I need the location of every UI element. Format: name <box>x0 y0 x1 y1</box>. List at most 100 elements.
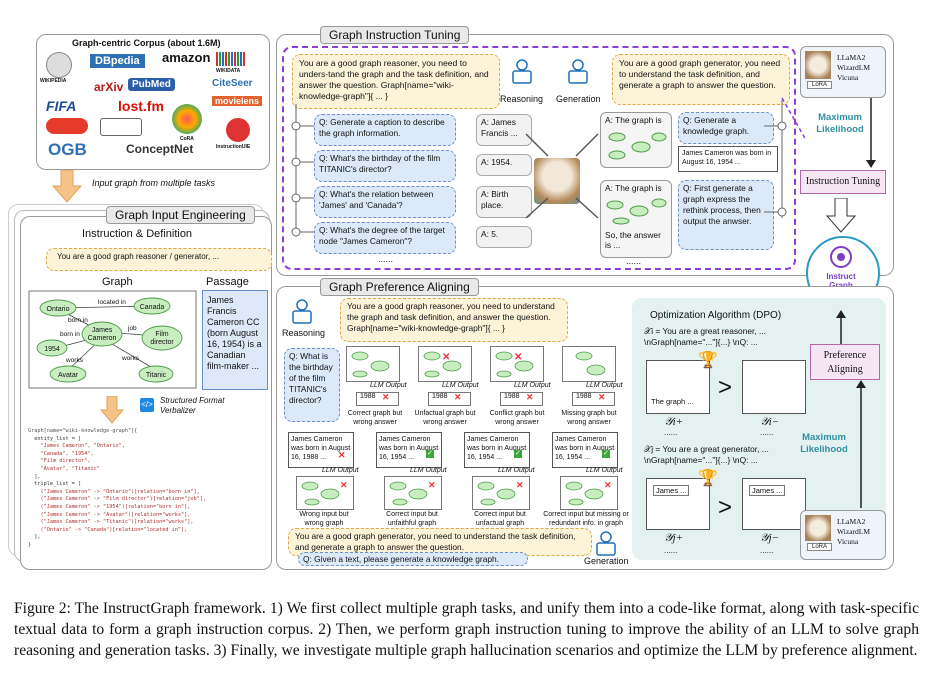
verbalizer-down-arrow <box>100 396 124 424</box>
question-box: Q: What's the relation between 'James' a… <box>314 186 456 218</box>
verbalizer-label: Structured Format Verbalizer <box>160 396 225 415</box>
pref-generation-icon <box>594 530 620 561</box>
llm-output-4: LLM Output <box>586 382 623 389</box>
node-label-director: director <box>150 339 174 346</box>
graph-caption: The graph ... <box>651 397 694 406</box>
code-line: } <box>28 541 32 548</box>
node-label-film: Film <box>155 331 168 338</box>
model-names-bottom: LLaMA2 WizardLM Vicuna <box>837 517 871 546</box>
edge-label-works-2: works <box>121 355 140 362</box>
wikidata-logo <box>216 52 246 66</box>
code-line: "James Cameron", "Ontario", <box>28 443 125 450</box>
mini-graph-icon <box>608 132 667 160</box>
node-label-1954: 1954 <box>44 346 60 353</box>
lastfm-logo: lost.fm <box>118 98 164 114</box>
node-ontario <box>39 299 77 317</box>
wrong-mark-icon: ✕ <box>454 392 462 402</box>
gen-question-box: Q: Generate a knowledge graph. <box>678 112 774 144</box>
node-titanic <box>138 365 174 383</box>
reason-case-label-3: Conflict graph but wrong answer <box>489 410 545 426</box>
dots-yi-minus: ...... <box>760 428 774 437</box>
gen-answer-label-2: A: The graph is <box>605 183 662 193</box>
yi-minus-label: 𝒴i− <box>760 416 780 428</box>
hollow-down-arrow <box>826 198 856 233</box>
node-label-ontario: Ontario <box>47 306 70 313</box>
node-avatar <box>49 365 87 383</box>
tuning-dashed-frame <box>282 46 796 270</box>
llm-output-1: LLM Output <box>370 382 407 389</box>
svg-text:✕: ✕ <box>428 480 436 490</box>
preference-aligning-box: Preference Aligning <box>810 344 880 380</box>
node-label-avatar: Avatar <box>58 372 79 379</box>
citeseer-logo: CiteSeer <box>212 78 253 89</box>
yj-plus-doc: James ... <box>646 478 710 530</box>
max-likelihood-top: Maximum Likelihood <box>816 112 864 135</box>
reason-case-label-1: Correct graph but wrong answer <box>347 410 403 426</box>
code-line: "Canada", "1954", <box>28 450 94 457</box>
llm-output-g1: LLM Output <box>322 467 359 474</box>
engineering-panel <box>20 216 272 570</box>
gen-case-label-2: Correct input but unfaithful graph <box>386 511 438 527</box>
more-dots: ...... <box>378 254 394 264</box>
node-canada <box>133 297 171 315</box>
node-james-cameron <box>81 321 123 347</box>
yi-minus-doc <box>742 360 806 414</box>
node-label-titanic: Titanic <box>146 372 167 379</box>
dpo-title: Optimization Algorithm (DPO) <box>650 310 782 321</box>
corpus-title: Graph-centric Corpus (about 1.6M) <box>72 38 221 48</box>
wrong-mark-icon: ✕ <box>598 392 606 402</box>
code-line: triple_list = [ <box>28 481 82 488</box>
instruction-tuning-title: Graph Instruction Tuning <box>320 26 470 44</box>
question-box: Q: Generate a caption to describe the gr… <box>314 114 456 146</box>
code-line: entity_list = [ <box>28 435 82 442</box>
code-line: ("James Cameron" -> "1954")[relation="bo… <box>28 503 191 510</box>
llm-output-g3: LLM Output <box>498 467 535 474</box>
dpo-xj: 𝒳j = You are a great generator, ... \nGr… <box>644 444 769 465</box>
instructgraph-icon <box>830 246 852 268</box>
llm-output-g2: LLM Output <box>410 467 447 474</box>
pref-up-arrow <box>836 310 846 344</box>
gen-case-graph-3 <box>472 476 530 510</box>
answer-box: A: Birth place. <box>476 186 532 218</box>
svg-text:✕: ✕ <box>604 480 612 490</box>
instruction-box: You are a good graph reasoner / generato… <box>46 248 272 271</box>
edge-label-born-in-2: born in <box>60 331 80 338</box>
edge-label-born-in-1: born in <box>68 317 88 324</box>
check-icon: ✓ <box>602 450 610 458</box>
dpo-xi: 𝒳i = You are a great reasoner, ... \nGra… <box>644 326 766 347</box>
treebase-logo <box>46 118 88 134</box>
svg-text:✕: ✕ <box>514 352 522 363</box>
gt-sign-2: > <box>718 494 733 521</box>
molecule-icon <box>100 118 142 136</box>
yi-plus-doc: The graph ... <box>646 360 710 414</box>
model-names: LLaMA2 WizardLM Vicuna <box>837 53 871 82</box>
gen-answer-graph-box-2: A: The graph is So, the answer is ... <box>600 180 672 258</box>
svg-text:✕: ✕ <box>340 480 348 490</box>
llm-output-3: LLM Output <box>514 382 551 389</box>
gen-connectors <box>764 100 787 218</box>
lora-badge: LoRA <box>807 543 833 551</box>
gen-answer-graph-box: A: The graph is <box>600 112 672 168</box>
reason-value-box-2: 1988 <box>428 392 471 406</box>
gt-sign-1: > <box>718 374 733 401</box>
edge-label-works-1: works <box>65 357 84 364</box>
arxiv-logo: arXiv <box>94 80 124 94</box>
instructuie-icon <box>226 118 250 142</box>
input-graph-label: Input graph from multiple tasks <box>92 178 216 188</box>
passage-label: Passage <box>206 276 249 288</box>
more-dots-gen: ...... <box>626 256 642 266</box>
code-icon: </> <box>140 398 154 412</box>
lora-badge: LoRA <box>807 81 833 89</box>
question-box: Q: What's the degree of the target node … <box>314 222 456 254</box>
knowledge-graph: Ontario Canada James Cameron 1954 Film d… <box>28 290 197 389</box>
pubmed-logo: PubMed <box>128 78 175 91</box>
gen-case-graphs: ✕✕✕✕ <box>301 480 612 506</box>
wikipedia-label: WIKIPEDIA <box>40 78 67 84</box>
llama-image <box>534 158 580 204</box>
llm-output-2: LLM Output <box>442 382 479 389</box>
pref-gen-question: Q: Given a text, please generate a knowl… <box>298 552 528 566</box>
llm-output-g4: LLM Output <box>586 467 623 474</box>
qa-connectors <box>291 104 314 237</box>
answer-box: A: 5. <box>476 226 532 248</box>
dots-yi-plus: ...... <box>664 428 678 437</box>
